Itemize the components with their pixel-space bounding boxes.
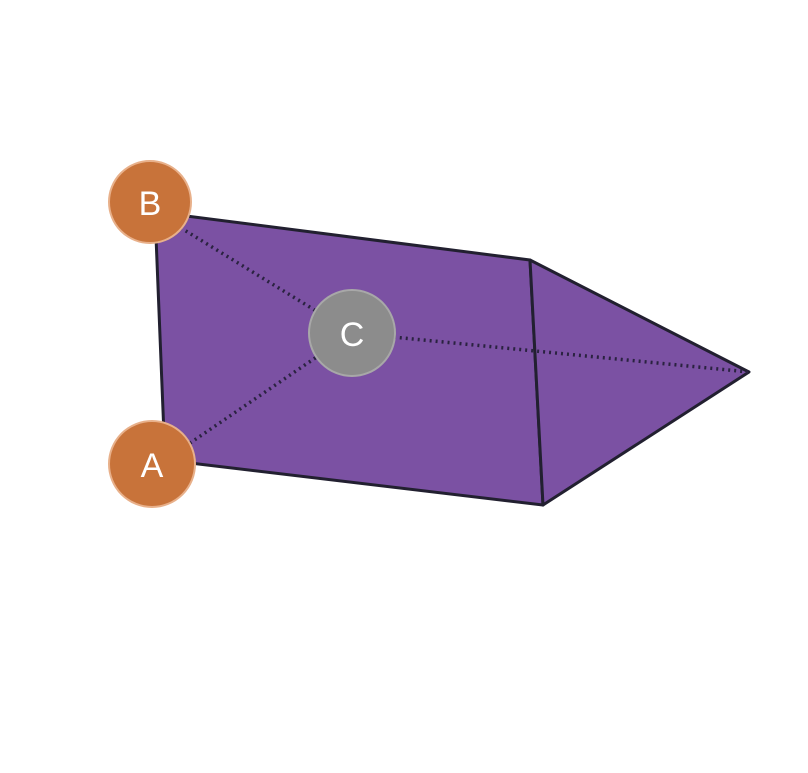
- vertex-a-circle: [108, 420, 196, 508]
- vertex-c-marker: C: [308, 289, 396, 377]
- vertex-c-circle: [308, 289, 396, 377]
- vertex-a-marker: A: [108, 420, 196, 508]
- vertex-b-marker: B: [108, 160, 192, 244]
- vertex-c-label: C: [340, 316, 365, 354]
- hidden-edge-c-apex: [351, 331, 750, 374]
- hidden-edge-ac: [164, 331, 353, 462]
- vertex-b-label: B: [139, 185, 162, 223]
- vertex-a-label: A: [141, 447, 164, 485]
- prism-front-face: [528, 258, 751, 507]
- vertex-b-circle: [108, 160, 192, 244]
